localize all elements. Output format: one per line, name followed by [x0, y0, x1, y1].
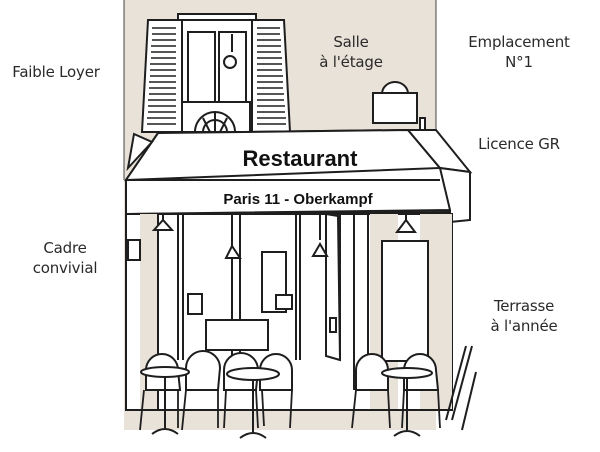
wall-lantern: [372, 81, 426, 131]
sign-title: Restaurant: [243, 146, 359, 171]
sign-subtitle: Paris 11 - Oberkampf: [223, 191, 373, 208]
feature-line: N°1: [505, 53, 533, 71]
feature-line: Terrasse: [493, 297, 555, 315]
feature-line: Licence GR: [478, 135, 560, 153]
feature-licence: Licence GR: [464, 134, 574, 154]
feature-cadre-convivial: Cadre convivial: [20, 238, 110, 278]
feature-line: Faible Loyer: [12, 63, 100, 81]
feature-terrasse: Terrasse à l'année: [474, 296, 574, 336]
feature-line: à l'année: [490, 317, 558, 335]
feature-line: Salle: [333, 33, 369, 51]
feature-emplacement: Emplacement N°1: [454, 32, 584, 72]
upstairs-window: [177, 13, 257, 133]
feature-line: Cadre: [43, 239, 87, 257]
feature-faible-loyer: Faible Loyer: [2, 62, 110, 82]
feature-line: à l'étage: [319, 53, 383, 71]
feature-line: convivial: [32, 259, 98, 277]
right-shutter: [251, 19, 292, 133]
awning: [124, 128, 473, 224]
feature-line: Emplacement: [468, 33, 570, 51]
feature-salle-etage: Salle à l'étage: [296, 32, 406, 72]
ceiling-lamps: [151, 214, 417, 259]
left-shutter: [140, 19, 183, 133]
terrace-furniture: [139, 345, 477, 439]
